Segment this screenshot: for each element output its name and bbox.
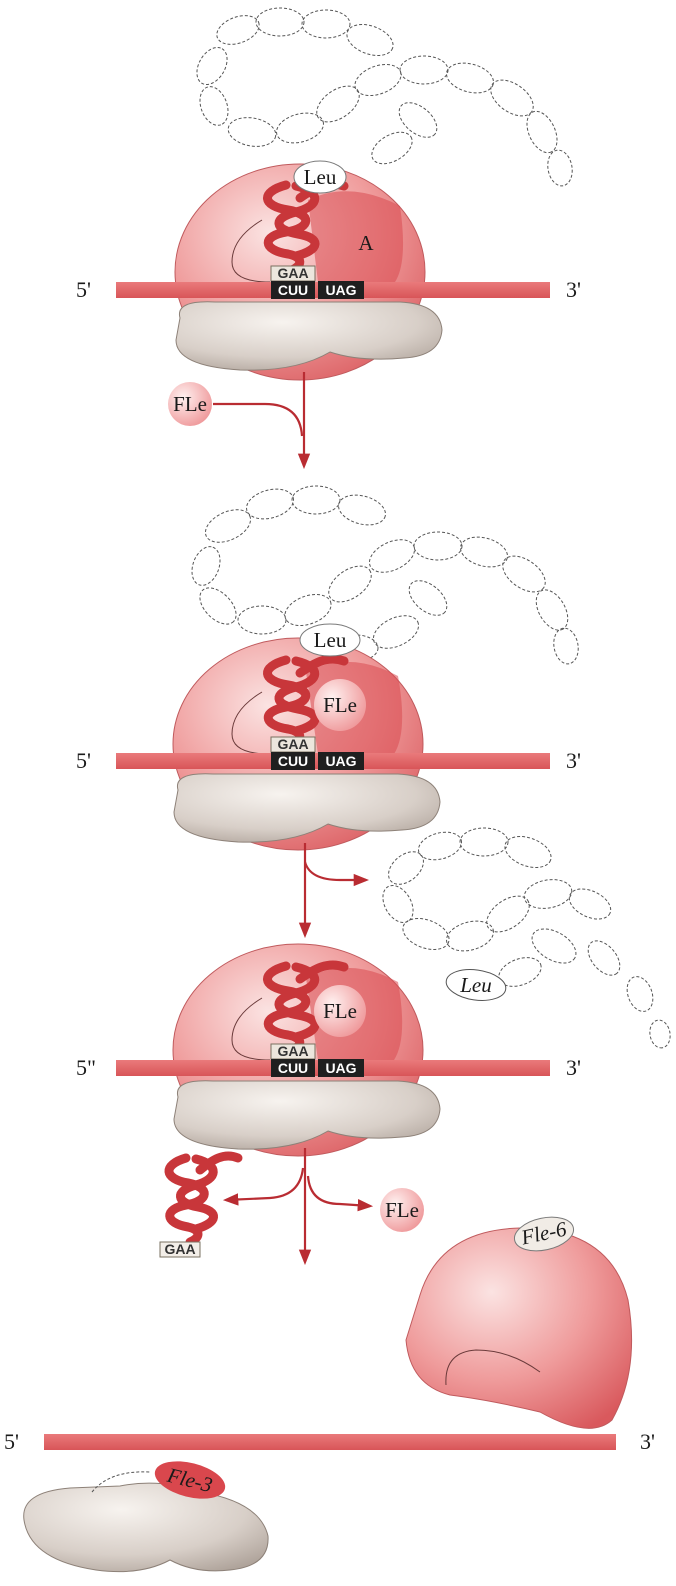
a-codon-box bbox=[318, 1059, 364, 1077]
p-codon-label: CUU bbox=[278, 753, 308, 769]
anticodon-label: GAA bbox=[277, 265, 308, 281]
mrna-strand bbox=[44, 1434, 616, 1450]
free-trna bbox=[164, 1151, 243, 1247]
exit-tunnel-line bbox=[231, 691, 271, 755]
three-prime-label: 3' bbox=[566, 277, 581, 302]
step-arrow-3: GAA FLe bbox=[159, 1148, 424, 1266]
five-prime-label: 5" bbox=[76, 1055, 96, 1080]
p-codon-box bbox=[271, 281, 315, 299]
anticodon-label: GAA bbox=[277, 1043, 308, 1059]
leu-label: Leu bbox=[314, 628, 347, 652]
release-factor-ball bbox=[314, 679, 366, 731]
five-prime-label: 5' bbox=[4, 1429, 19, 1454]
stage-4: Fle-6 5' 3' Fle-3 bbox=[4, 1216, 655, 1573]
leu-label: Leu bbox=[304, 165, 337, 189]
p-codon-label: CUU bbox=[278, 1060, 308, 1076]
p-codon-label: CUU bbox=[278, 282, 308, 298]
small-ribosomal-subunit bbox=[173, 1080, 441, 1150]
p-codon-box bbox=[271, 752, 315, 770]
five-prime-label: 5' bbox=[76, 277, 91, 302]
small-ribosomal-subunit bbox=[175, 301, 443, 371]
exit-tunnel-line bbox=[231, 219, 271, 283]
step-arrow-1: FLe bbox=[168, 372, 311, 470]
nascent-peptide-chain bbox=[196, 7, 573, 187]
release-factor-label: FLe bbox=[173, 392, 207, 416]
small-subunit-ridge bbox=[91, 1471, 151, 1493]
stage-3: FLe GAA CUU UAG 5" 3' bbox=[76, 943, 581, 1157]
leu-oval bbox=[293, 160, 347, 194]
step-arrow-2: Leu bbox=[298, 827, 671, 1049]
a-codon-box bbox=[318, 752, 364, 770]
a-codon-label: UAG bbox=[325, 282, 356, 298]
anticodon-label: GAA bbox=[277, 736, 308, 752]
release-factor-label: FLe bbox=[323, 693, 357, 717]
a-site-region bbox=[308, 191, 404, 282]
five-prime-label: 5' bbox=[76, 748, 91, 773]
a-codon-label: UAG bbox=[325, 1060, 356, 1076]
p-site-trna bbox=[263, 654, 349, 749]
nascent-peptide-chain bbox=[191, 485, 579, 665]
release-factor-ball bbox=[168, 382, 212, 426]
a-codon-box bbox=[318, 281, 364, 299]
exit-tunnel-line bbox=[231, 997, 271, 1061]
free-trna-anticodon-box bbox=[159, 1241, 201, 1258]
p-codon-box bbox=[271, 1059, 315, 1077]
three-prime-label: 3' bbox=[640, 1429, 655, 1454]
released-factor-label: FLe bbox=[385, 1198, 419, 1222]
free-large-subunit bbox=[405, 1227, 633, 1429]
released-factor-ball bbox=[380, 1188, 424, 1232]
release-factor-label: FLe bbox=[323, 999, 357, 1023]
free-small-subunit bbox=[23, 1482, 269, 1573]
a-codon-label: UAG bbox=[325, 753, 356, 769]
released-peptide-chain bbox=[382, 827, 671, 1049]
leu-oval bbox=[299, 623, 361, 657]
released-leu-label: Leu bbox=[459, 973, 492, 997]
free-trna-anticodon-label: GAA bbox=[164, 1241, 195, 1257]
three-prime-label: 3' bbox=[566, 1055, 581, 1080]
fle3-oval bbox=[154, 1461, 226, 1499]
three-prime-label: 3' bbox=[566, 748, 581, 773]
leu-oval bbox=[445, 969, 507, 1001]
small-ribosomal-subunit bbox=[173, 773, 441, 843]
a-site-label: A bbox=[358, 231, 374, 255]
fle6-oval bbox=[513, 1216, 575, 1252]
stage-1: Leu A GAA CUU UAG 5' 3' bbox=[76, 7, 581, 381]
p-site-trna bbox=[263, 960, 349, 1055]
release-factor-ball bbox=[314, 985, 366, 1037]
large-subunit-groove bbox=[445, 1349, 541, 1386]
stage-2: FLe Leu GAA CUU UAG 5' 3' bbox=[76, 485, 581, 851]
